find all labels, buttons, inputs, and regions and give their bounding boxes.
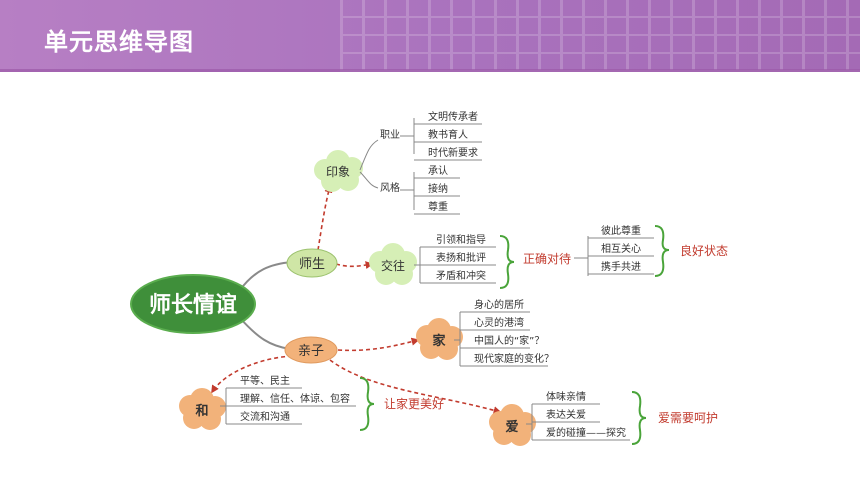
interaction-item-2: 矛盾和冲突 [436, 269, 486, 282]
harmony-label: 和 [195, 403, 208, 419]
family-node-shape [284, 336, 338, 364]
root-node-shape [130, 274, 256, 334]
interaction-item-0: 引领和指导 [436, 233, 486, 246]
love-item-1: 表达关爱 [546, 408, 586, 421]
harmony-cloud [179, 388, 226, 430]
state-item-2: 携手共进 [601, 260, 641, 273]
interaction-bracket [414, 246, 496, 284]
result-label: 良好状态 [680, 243, 728, 258]
harmony-result: 让家更美好 [384, 396, 444, 411]
career-label: 职业 [380, 129, 400, 141]
attitude-label: 正确对待 [523, 252, 571, 266]
career-bracket [400, 118, 415, 154]
home-item-1: 心灵的港湾 [474, 316, 524, 329]
love-item-0: 体味亲情 [546, 390, 586, 403]
family-to-harmony-arrow [211, 355, 293, 394]
love-item-2: 爱的碰撞——探究 [546, 426, 626, 439]
header-banner [0, 0, 860, 72]
style-item-1: 接纳 [428, 182, 448, 195]
family-node-label: 亲子 [298, 344, 324, 359]
style-bracket [400, 172, 415, 210]
banner-baseline [0, 69, 860, 72]
state-item-1: 相互关心 [601, 242, 641, 255]
love-label: 爱 [505, 419, 518, 435]
home-item-3: 现代家庭的变化？ [474, 352, 554, 365]
interaction-brace [499, 235, 515, 289]
root-node-label: 师长情谊 [149, 292, 237, 318]
root-to-teacher-connector [239, 261, 293, 291]
harmony-item-0: 平等、民主 [240, 374, 290, 387]
home-bracket [454, 311, 548, 367]
page-title: 单元思维导图 [44, 28, 194, 56]
impression-branch-line [359, 139, 379, 189]
interaction-label: 交往 [381, 258, 405, 273]
love-bracket [526, 403, 630, 441]
career-item-1: 教书育人 [428, 128, 468, 141]
teacher-node-label: 师生 [299, 257, 325, 272]
home-cloud [416, 318, 463, 360]
harmony-bracket [220, 387, 356, 425]
style-item-0: 承认 [428, 164, 448, 177]
career-item-2: 时代新要求 [428, 146, 478, 159]
home-item-2: 中国人的“家”？ [474, 334, 544, 347]
career-item-0: 文明传承者 [428, 110, 478, 123]
root-to-family-connector [239, 317, 291, 350]
love-cloud [489, 404, 536, 446]
interaction-cloud [369, 243, 417, 285]
home-label: 家 [432, 333, 446, 349]
style-label: 风格 [380, 181, 400, 194]
state-item-0: 彼此尊重 [601, 224, 641, 237]
states-lines [588, 237, 654, 275]
harmony-brace [359, 377, 375, 431]
style-item-lines [414, 177, 460, 215]
career-item-lines [414, 123, 482, 161]
attitude-connector [574, 236, 589, 276]
states-brace [654, 225, 670, 277]
harmony-item-2: 交流和沟通 [240, 410, 290, 423]
love-brace [631, 391, 647, 445]
home-item-0: 身心的居所 [474, 298, 524, 311]
impression-cloud [314, 150, 363, 192]
teacher-to-interaction-arrow [335, 261, 374, 269]
teacher-to-impression-arrow [317, 184, 333, 251]
family-to-home-arrow [337, 337, 420, 352]
family-to-love-arrow [329, 359, 502, 415]
interaction-item-1: 表扬和批评 [436, 251, 486, 264]
harmony-item-1: 理解、信任、体谅、包容 [240, 392, 350, 405]
teacher-node-shape [286, 248, 338, 278]
style-item-2: 尊重 [428, 200, 448, 213]
banner-pattern [340, 0, 860, 72]
love-result: 爱需要呵护 [658, 411, 718, 425]
impression-label: 印象 [326, 165, 350, 179]
